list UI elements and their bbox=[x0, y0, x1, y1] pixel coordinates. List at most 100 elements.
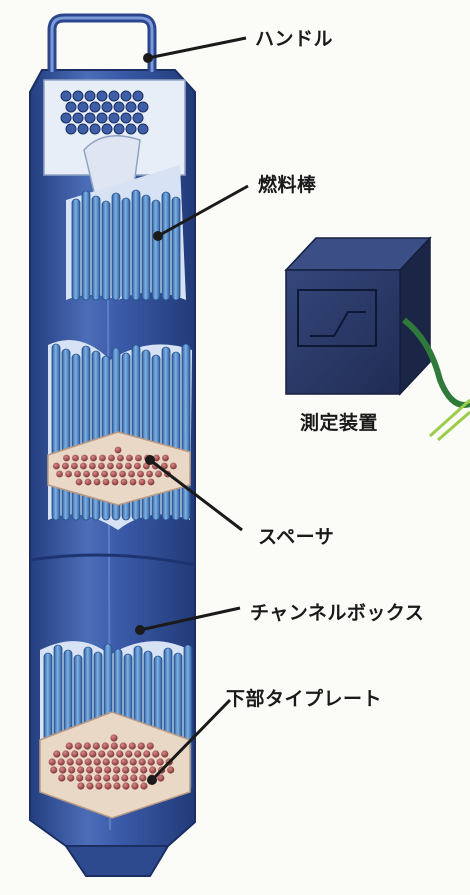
fuel-rods-top bbox=[71, 189, 181, 301]
spacer-cell bbox=[122, 782, 130, 790]
leader-channel-box bbox=[139, 606, 241, 632]
rod-end bbox=[60, 112, 72, 124]
spacer-cell bbox=[84, 478, 92, 486]
fuel-rod bbox=[91, 195, 101, 301]
rod-end bbox=[72, 112, 84, 124]
device-wire-2 bbox=[437, 410, 470, 442]
rod-end bbox=[65, 123, 77, 135]
spacer-cell bbox=[113, 766, 121, 774]
spacer-cell bbox=[50, 766, 58, 774]
rod-end bbox=[101, 123, 113, 135]
spacer-cell bbox=[94, 774, 102, 782]
spacer-cell bbox=[133, 462, 141, 470]
rod-end bbox=[101, 101, 113, 113]
spacer-cell bbox=[131, 766, 139, 774]
spacer-cell bbox=[98, 750, 106, 758]
measuring-device bbox=[284, 236, 470, 442]
spacer-cell bbox=[77, 766, 85, 774]
spacer-cell bbox=[102, 758, 110, 766]
spacer-cell bbox=[155, 470, 162, 478]
spacer-cell bbox=[128, 742, 136, 750]
fuel-rod bbox=[181, 343, 191, 521]
label-handle: ハンドル bbox=[255, 28, 334, 50]
rod-end bbox=[120, 90, 132, 102]
fuel-rod bbox=[101, 200, 111, 301]
spacer-cell bbox=[84, 758, 92, 766]
spacer-cell bbox=[63, 454, 70, 462]
fuel-rod bbox=[161, 346, 171, 521]
spacer-cell bbox=[152, 750, 160, 758]
spacer-cell bbox=[122, 766, 130, 774]
fuel-rod bbox=[81, 190, 91, 301]
leader-handle bbox=[147, 36, 247, 60]
spacer-cell bbox=[114, 446, 122, 454]
spacer-cell bbox=[66, 758, 74, 766]
leader-fuel-rod-dot bbox=[153, 231, 163, 241]
device-signal-trace bbox=[310, 311, 366, 337]
spacer-cell bbox=[138, 478, 146, 486]
spacer-cell bbox=[92, 470, 99, 478]
spacer-cell bbox=[68, 766, 76, 774]
spacer-cell bbox=[97, 462, 105, 470]
rod-end bbox=[125, 101, 137, 113]
spacer-cell bbox=[137, 470, 144, 478]
fuel-rod bbox=[121, 197, 131, 301]
device-cable bbox=[402, 317, 470, 408]
spacer-cell bbox=[83, 742, 91, 750]
spacer-cell bbox=[75, 758, 83, 766]
rod-end bbox=[120, 112, 132, 124]
label-fuel-rod: 燃料棒 bbox=[258, 174, 317, 196]
spacer-cell bbox=[88, 462, 96, 470]
leader-fuel-rod bbox=[157, 184, 249, 238]
leader-spacer bbox=[149, 458, 243, 532]
rod-end bbox=[72, 90, 84, 102]
label-channel-box: チャンネルボックス bbox=[250, 602, 425, 624]
spacer-cell bbox=[119, 742, 127, 750]
spacer-cell bbox=[85, 774, 93, 782]
rod-end bbox=[77, 123, 89, 135]
spacer-cell bbox=[83, 470, 90, 478]
spacer-cell bbox=[74, 742, 82, 750]
fuel-rod bbox=[151, 199, 161, 301]
nosepiece bbox=[64, 845, 170, 877]
spacer-cell bbox=[139, 774, 147, 782]
spacer-cell bbox=[108, 454, 115, 462]
spacer-cell bbox=[110, 470, 117, 478]
spacer-cell bbox=[167, 766, 175, 774]
spacer-cell bbox=[117, 454, 124, 462]
fuel-rod bbox=[71, 198, 81, 301]
fuel-rod bbox=[111, 192, 121, 301]
spacer-cell bbox=[137, 742, 145, 750]
spacer-cell bbox=[61, 462, 69, 470]
label-measuring-device: 測定装置 bbox=[300, 412, 379, 434]
spacer-cell bbox=[86, 766, 94, 774]
spacer-cell bbox=[101, 742, 109, 750]
leader-spacer-dot bbox=[145, 455, 155, 465]
cutaway-fuel-rods bbox=[66, 165, 186, 301]
channel-box-seam bbox=[29, 553, 196, 567]
spacer-cell bbox=[101, 470, 108, 478]
spacer-cell bbox=[72, 454, 79, 462]
fuel-rod bbox=[161, 191, 171, 301]
spacer-cell bbox=[131, 782, 139, 790]
rod-end bbox=[125, 123, 137, 135]
spacer-cell bbox=[56, 470, 63, 478]
spacer-cell bbox=[107, 750, 115, 758]
leader-channel-box-dot bbox=[135, 625, 145, 635]
rod-end bbox=[113, 101, 125, 113]
rod-end bbox=[65, 101, 77, 113]
fuel-rod bbox=[51, 343, 61, 521]
rod-end bbox=[89, 101, 101, 113]
label-lower-tie-plate: 下部タイプレート bbox=[226, 688, 383, 710]
spacer-cell bbox=[138, 758, 146, 766]
rod-end bbox=[132, 90, 144, 102]
lower-tie-plate-holes bbox=[48, 734, 175, 790]
spacer-cell bbox=[111, 478, 119, 486]
spacer-cell bbox=[57, 758, 65, 766]
rod-end bbox=[108, 90, 120, 102]
spacer-cell bbox=[113, 782, 121, 790]
spacer-cell bbox=[140, 782, 148, 790]
cutaway-spacer bbox=[47, 340, 192, 530]
spacer-cell bbox=[76, 774, 84, 782]
